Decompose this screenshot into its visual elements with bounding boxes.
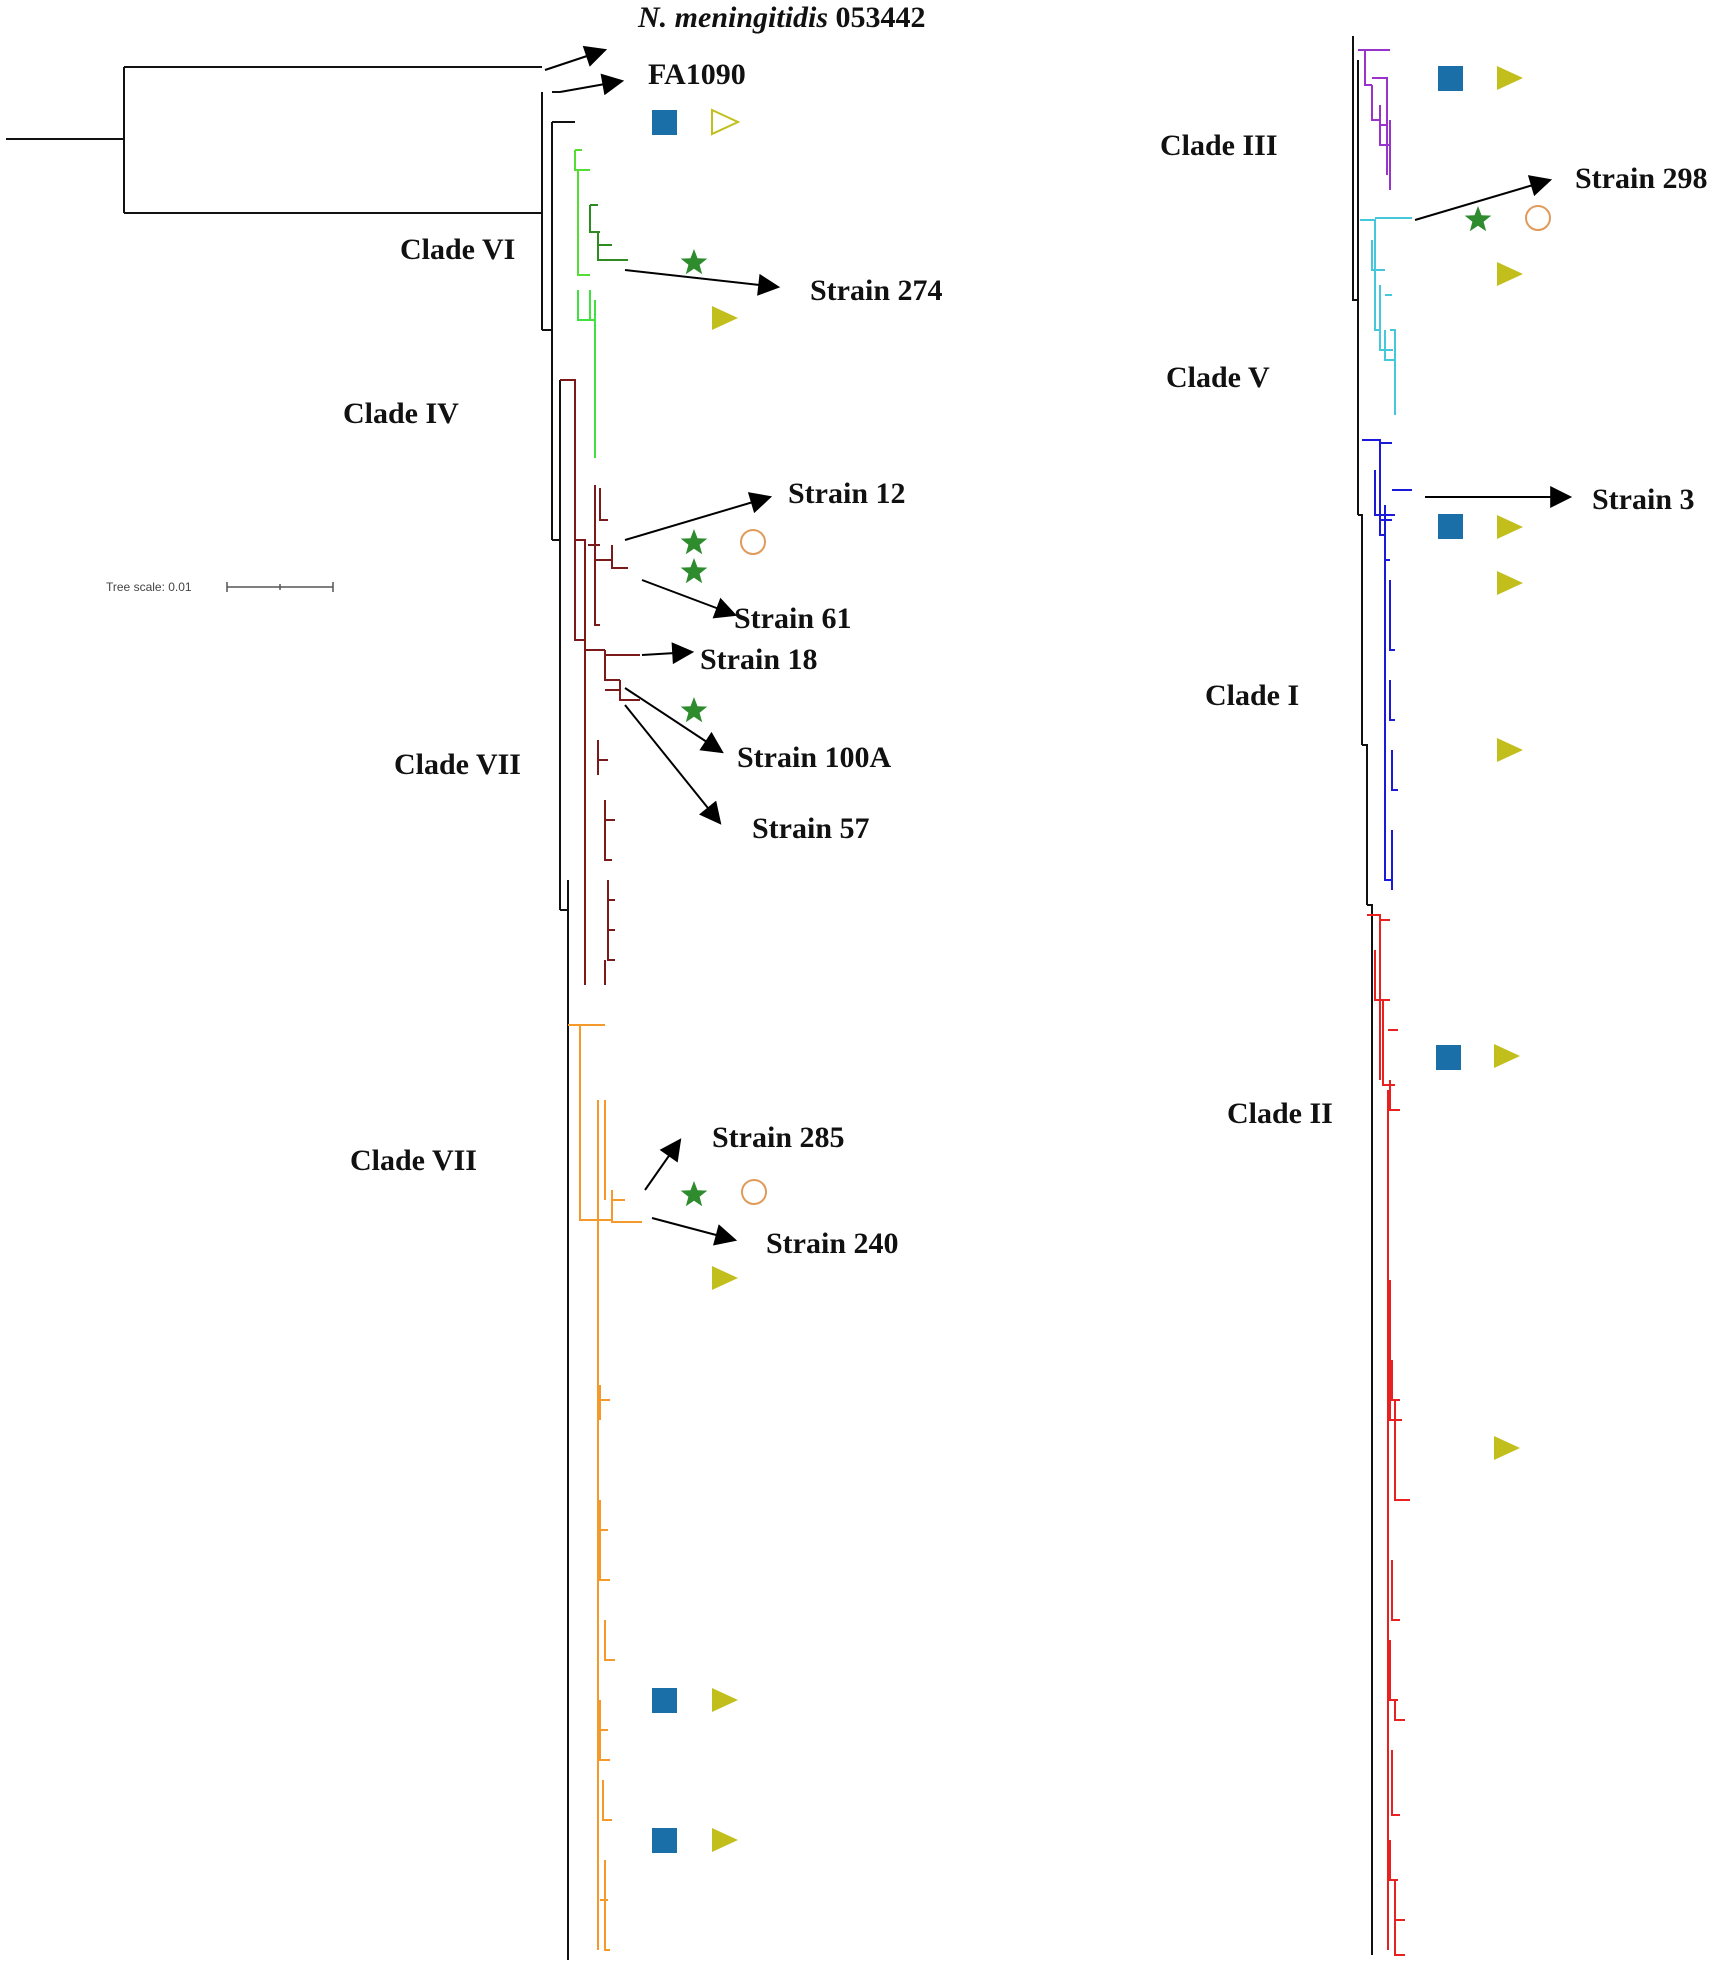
- circle-outline-icon: [741, 1179, 767, 1205]
- strain-3-label: Strain 3: [1592, 483, 1695, 516]
- tree-scale: Tree scale: 0.01: [106, 580, 334, 594]
- triangle-icon: [712, 1828, 738, 1852]
- square-markers: [652, 66, 1463, 1853]
- outgroup-italic: N. meningitidis: [637, 1, 828, 34]
- clade-iv-branches: [577, 290, 596, 458]
- arrow-strain-61: [641, 579, 738, 619]
- strain-100a-label: Strain 100A: [737, 741, 892, 774]
- triangle-icon: [712, 306, 738, 330]
- triangle-icon: [1497, 515, 1523, 539]
- arrow-fa1090: [559, 73, 625, 96]
- clade-i-label: Clade I: [1205, 679, 1299, 712]
- reference-strain-label: FA1090: [648, 58, 746, 91]
- tree-scale-label: Tree scale: 0.01: [106, 580, 192, 594]
- arrow-strain-285: [644, 1138, 682, 1191]
- triangle-outline-icon: [711, 108, 741, 136]
- triangle-icon: [1494, 1044, 1520, 1068]
- star-icon: [680, 697, 708, 723]
- strain-61-label: Strain 61: [734, 602, 852, 635]
- clade-iii-label: Clade III: [1160, 129, 1278, 162]
- clade-vii-a-label: Clade VII: [394, 748, 521, 781]
- circle-outline-icon: [1525, 205, 1551, 231]
- square-icon: [1438, 514, 1463, 539]
- strain-274-label: Strain 274: [810, 274, 943, 307]
- arrow-strain-18: [641, 642, 695, 665]
- pointer-arrows: [544, 45, 1573, 1246]
- strain-18-label: Strain 18: [700, 643, 818, 676]
- triangle-icon: [1494, 1436, 1520, 1460]
- clade-vi-label: Clade VI: [400, 233, 515, 266]
- clade-vii-maroon-branches: [560, 379, 640, 985]
- star-icon: [680, 558, 708, 584]
- tree-labels: N. meningitidis 053442 FA1090 Clade VI C…: [343, 1, 1708, 1260]
- clade-iii-branches: [1358, 49, 1391, 190]
- clade-vii-b-label: Clade VII: [350, 1144, 477, 1177]
- arrow-meningitidis: [544, 45, 608, 71]
- arrow-strain-12: [624, 492, 773, 541]
- star-icon: [680, 529, 708, 555]
- clade-v-branches: [1360, 217, 1412, 415]
- square-icon: [652, 1828, 677, 1853]
- arrow-strain-100a: [624, 687, 724, 754]
- triangle-icon: [1497, 262, 1523, 286]
- outgroup-label: N. meningitidis 053442: [637, 1, 926, 34]
- square-icon: [652, 110, 677, 135]
- strain-285-label: Strain 285: [712, 1121, 845, 1154]
- clade-ii-branches: [1367, 914, 1410, 1956]
- outgroup-number: 053442: [828, 1, 926, 34]
- clade-ii-label: Clade II: [1227, 1097, 1333, 1130]
- strain-12-label: Strain 12: [788, 477, 906, 510]
- triangle-icon: [712, 1688, 738, 1712]
- star-icon: [680, 1181, 708, 1207]
- right-tree-backbone: [1352, 36, 1373, 1955]
- arrow-strain-57: [624, 704, 722, 825]
- clade-i-branches: [1362, 439, 1412, 890]
- clade-vi-branches: [574, 149, 628, 276]
- clade-iv-label: Clade IV: [343, 397, 459, 430]
- star-icon: [680, 249, 708, 275]
- clade-vii-orange-branches: [568, 1024, 642, 1951]
- arrow-strain-240: [651, 1217, 738, 1246]
- square-icon: [652, 1688, 677, 1713]
- clade-v-label: Clade V: [1166, 361, 1270, 394]
- star-icon: [1464, 206, 1492, 232]
- star-markers: [680, 206, 1492, 1207]
- square-icon: [1438, 66, 1463, 91]
- triangle-icon: [1497, 738, 1523, 762]
- strain-298-label: Strain 298: [1575, 162, 1708, 195]
- strain-240-label: Strain 240: [766, 1227, 899, 1260]
- circle-markers: [740, 205, 1551, 1205]
- triangle-icon: [1497, 66, 1523, 90]
- outgroup-branches: [6, 66, 575, 1960]
- arrow-strain-298: [1414, 175, 1553, 221]
- triangle-icon: [712, 1266, 738, 1290]
- triangle-markers: [711, 66, 1523, 1852]
- arrow-strain-274: [624, 269, 781, 296]
- strain-57-label: Strain 57: [752, 812, 870, 845]
- square-icon: [1436, 1045, 1461, 1070]
- triangle-icon: [1497, 571, 1523, 595]
- circle-outline-icon: [740, 529, 766, 555]
